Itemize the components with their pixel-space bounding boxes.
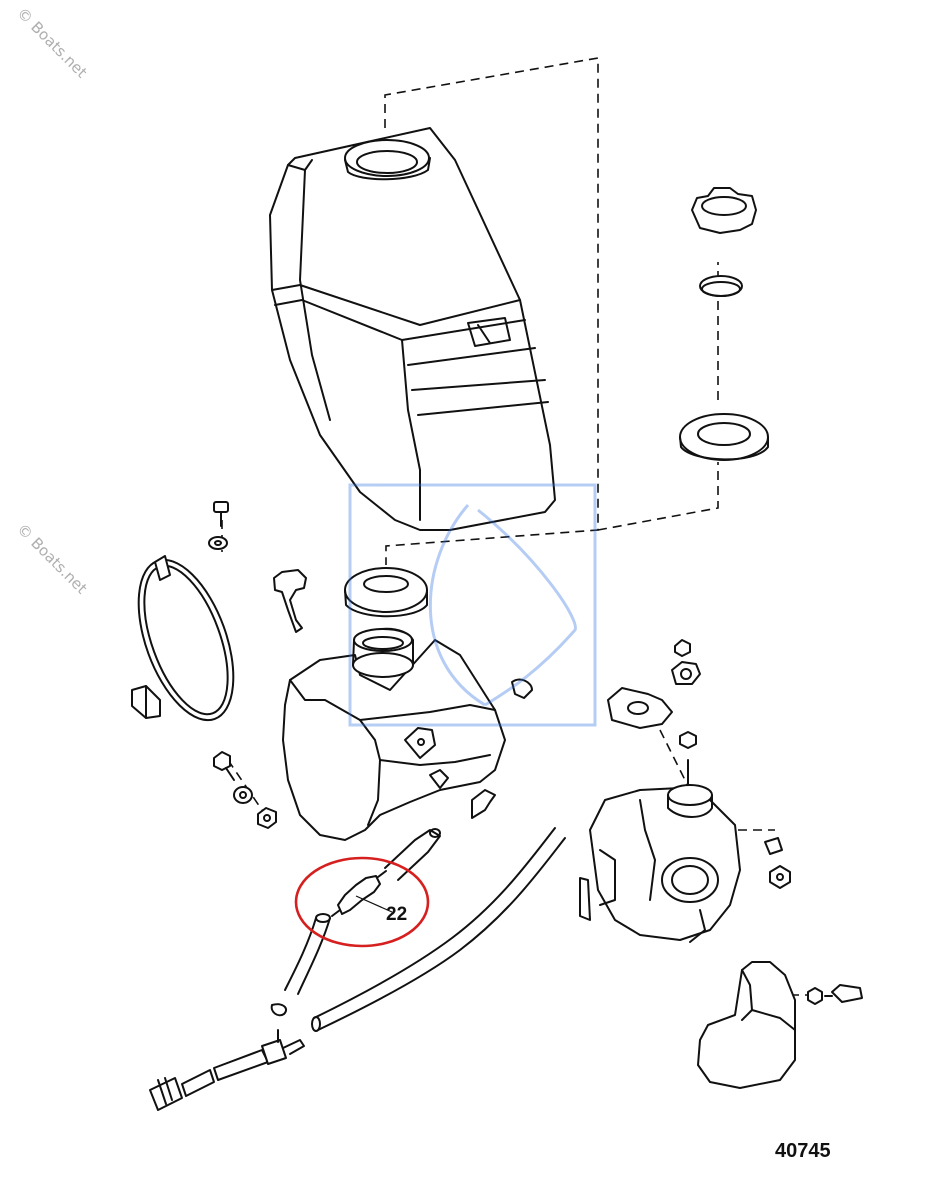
cap-gasket [679, 413, 769, 461]
carburetor [579, 639, 791, 943]
fuel-tank [282, 627, 506, 841]
air-silencer [697, 961, 863, 1089]
fuel-hose-short [384, 828, 441, 881]
engine-cover [269, 127, 556, 531]
screw-top-left [208, 501, 229, 550]
tank-neck-seal [344, 567, 428, 618]
bracket [273, 569, 307, 633]
part-number-callout: 22 [386, 904, 408, 925]
fuel-hose-lower [284, 913, 331, 995]
watermark-logo [348, 483, 597, 727]
screw-mid-left [213, 751, 277, 829]
o-ring [699, 275, 743, 297]
callout-highlight [294, 856, 430, 948]
strap-clip [131, 685, 161, 719]
figure-number: 40745 [775, 1140, 831, 1162]
tank-strap [137, 555, 235, 722]
fuel-filter-part-22 [331, 870, 393, 917]
small-clip [471, 678, 533, 819]
fuel-hose-long [311, 827, 566, 1032]
fuel-cap [691, 187, 757, 234]
fuel-valve [149, 1003, 305, 1111]
